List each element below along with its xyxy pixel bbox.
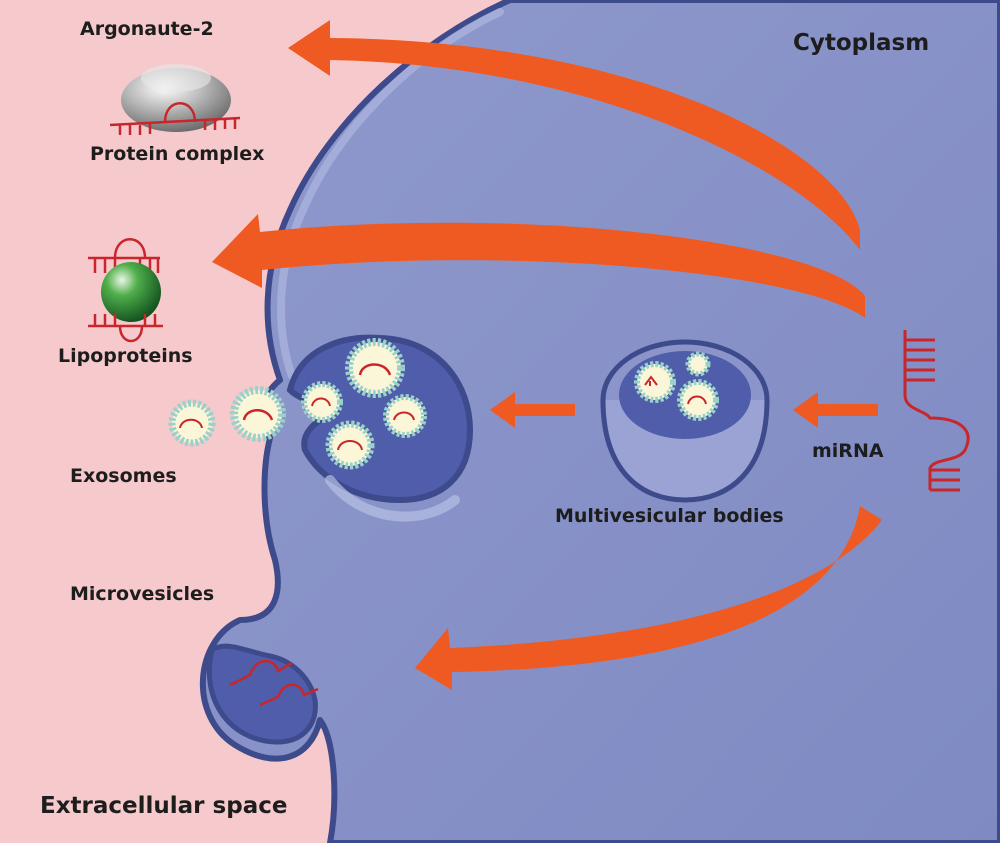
microvesicle-mirna xyxy=(229,659,319,707)
mvb-vesicle xyxy=(634,361,676,403)
arrow-to-microvesicle xyxy=(415,506,882,690)
mvb-vesicle xyxy=(677,379,719,421)
released-exosome xyxy=(168,399,216,447)
mirna-strand-icon xyxy=(903,330,970,492)
compartment-exosome xyxy=(301,381,343,423)
label-exosomes: Exosomes xyxy=(70,465,177,487)
cell-membrane xyxy=(200,0,1000,843)
microvesicle-bud xyxy=(206,643,318,745)
label-lipoproteins: Lipoproteins xyxy=(58,345,193,367)
mvb-vesicle xyxy=(685,351,711,377)
label-argonaute: Argonaute-2 xyxy=(80,18,214,40)
label-microvesicles: Microvesicles xyxy=(70,583,215,605)
label-protein-complex: Protein complex xyxy=(90,143,265,165)
export-arrows xyxy=(212,20,882,690)
arrow-mirna-to-mvb xyxy=(793,392,878,428)
lipoprotein-icon xyxy=(88,238,163,343)
label-cytoplasm: Cytoplasm xyxy=(793,30,930,56)
compartment-exosome xyxy=(325,420,375,470)
label-extracellular-space: Extracellular space xyxy=(40,793,288,819)
multivesicular-body xyxy=(600,339,770,503)
compartment-exosome xyxy=(383,394,427,438)
compartment-exosome xyxy=(345,338,405,398)
label-multivesicular-bodies: Multivesicular bodies xyxy=(555,505,784,527)
arrow-mvb-to-compartment xyxy=(490,392,575,428)
arrow-to-lipoprotein xyxy=(212,214,865,318)
label-mirna: miRNA xyxy=(812,440,884,462)
compartment-rim xyxy=(325,475,460,522)
argonaute-protein-icon xyxy=(109,64,241,135)
arrow-to-argonaute xyxy=(288,20,860,250)
released-exosome xyxy=(230,386,286,442)
